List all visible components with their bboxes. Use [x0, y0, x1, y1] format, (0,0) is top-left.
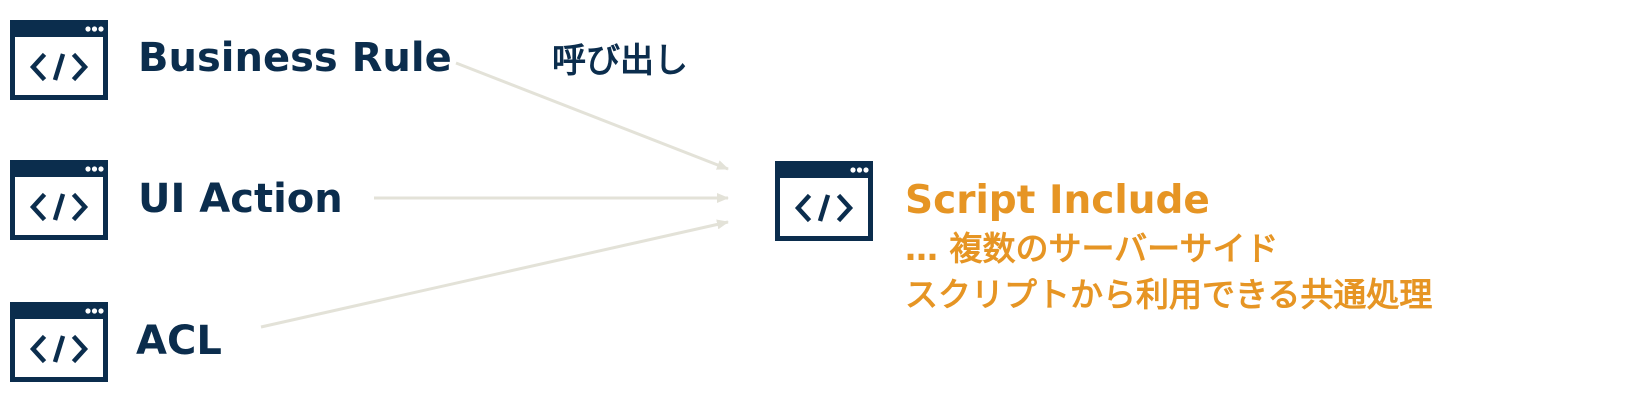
source-label-acl: ACL [136, 318, 222, 364]
source-label-ui-action: UI Action [138, 176, 343, 222]
source-label-business-rule: Business Rule [138, 35, 452, 81]
arrow-acl [260, 219, 729, 329]
script-include-code-icon [775, 161, 873, 241]
ui-action-code-icon [10, 160, 108, 240]
script-include-title: Script Include [905, 178, 1210, 223]
edge-label-call: 呼び出し [552, 41, 688, 81]
script-include-description-line-1: … 複数のサーバーサイド [905, 229, 1279, 268]
script-include-text-block: Script Include … 複数のサーバーサイド スクリプトから利用できる… [905, 176, 1432, 318]
script-include-description-line-2: スクリプトから利用できる共通処理 [905, 275, 1433, 314]
business-rule-code-icon [10, 20, 108, 100]
arrow-business-rule [455, 61, 729, 171]
acl-code-icon [10, 302, 108, 382]
